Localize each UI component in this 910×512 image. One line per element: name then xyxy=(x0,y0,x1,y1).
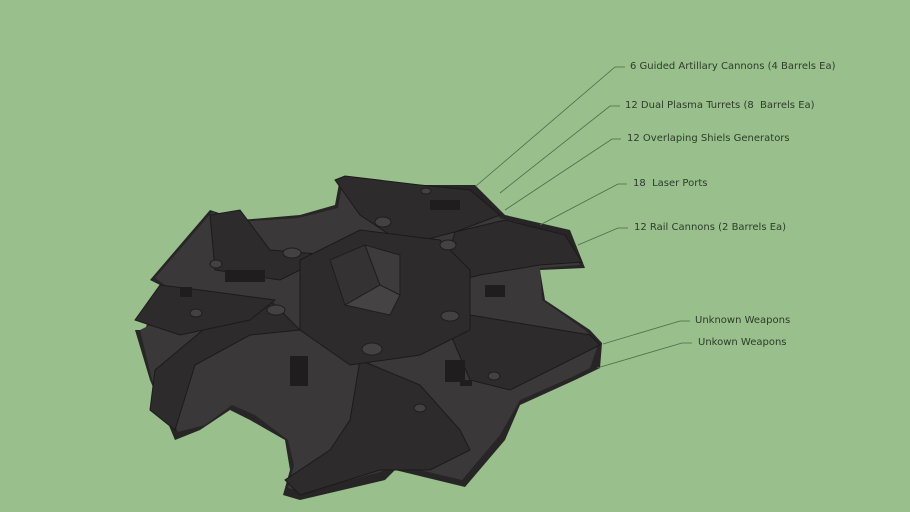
hull-details xyxy=(180,200,505,386)
leader-lines xyxy=(475,66,692,369)
label-guided-artillery-cannons: 6 Guided Artillary Cannons (4 Barrels Ea… xyxy=(630,61,836,72)
leader-line-shields xyxy=(504,138,621,211)
leader-line-artillery xyxy=(475,66,625,187)
leader-line-plasma xyxy=(499,105,620,194)
leader-line-unknown-1 xyxy=(602,320,690,345)
label-laser-ports: 18 Laser Ports xyxy=(633,178,708,189)
turret-domes xyxy=(189,187,501,413)
leader-line-unknown-2 xyxy=(596,342,692,369)
central-pyramid xyxy=(329,244,401,316)
label-unknown-weapons-2: Unkown Weapons xyxy=(698,337,787,348)
leader-line-laser xyxy=(539,183,627,226)
label-unknown-weapons-1: Unknown Weapons xyxy=(695,315,791,326)
leader-line-rail xyxy=(577,227,628,246)
label-dual-plasma-turrets: 12 Dual Plasma Turrets (8 Barrels Ea) xyxy=(625,100,815,111)
label-rail-cannons: 12 Rail Cannons (2 Barrels Ea) xyxy=(634,222,787,233)
label-shield-generators: 12 Overlaping Shiels Generators xyxy=(627,133,790,144)
